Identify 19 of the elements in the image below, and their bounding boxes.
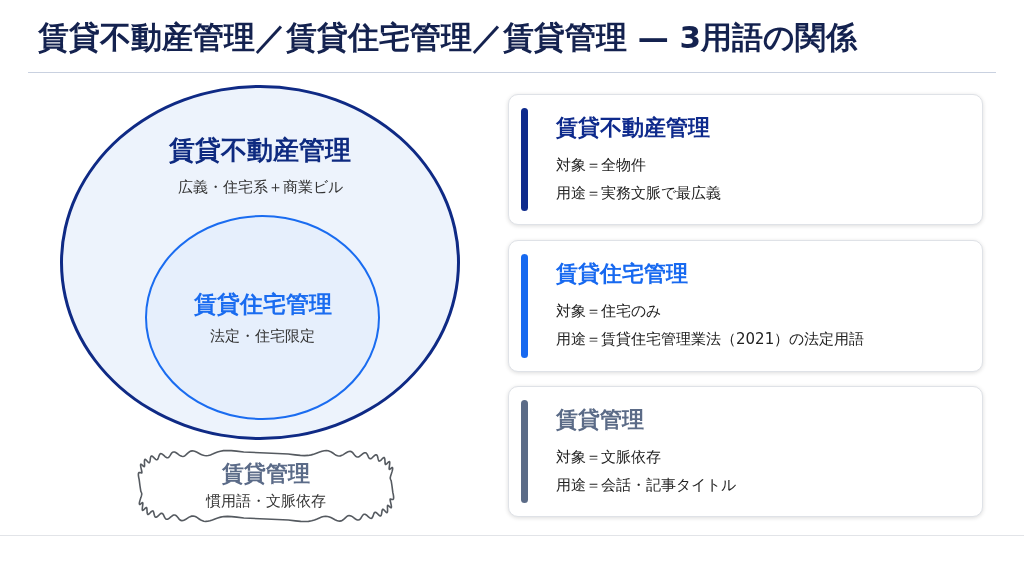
card-text: 用途＝実務文脈で最広義: [556, 183, 722, 204]
region-title: 賃貸不動産管理: [169, 134, 351, 167]
cloud-caption: 慣用語・文脈依存: [206, 492, 326, 511]
region-caption: 広義・住宅系＋商業ビル: [177, 178, 343, 197]
card-text: 用途＝賃貸住宅管理業法（2021）の法定用語: [556, 329, 866, 350]
info-card: [508, 94, 983, 225]
region-title: 賃貸住宅管理: [193, 289, 332, 319]
card-text: 対象＝全物件: [556, 155, 647, 176]
page-title: 賃貸不動産管理／賃貸住宅管理／賃貸管理 — 3用語の関係: [38, 18, 858, 57]
card-text: 対象＝住宅のみ: [556, 301, 662, 322]
info-card: [508, 240, 983, 372]
card-title: 賃貸不動産管理: [556, 114, 711, 142]
info-card: [508, 386, 983, 517]
region-caption: 法定・住宅限定: [210, 326, 315, 346]
card-text: 対象＝文脈依存: [556, 447, 662, 468]
card-title: 賃貸住宅管理: [556, 260, 689, 288]
cloud-title: 賃貸管理: [222, 460, 310, 488]
card-title: 賃貸管理: [556, 406, 645, 434]
card-text: 用途＝会話・記事タイトル: [556, 475, 737, 496]
